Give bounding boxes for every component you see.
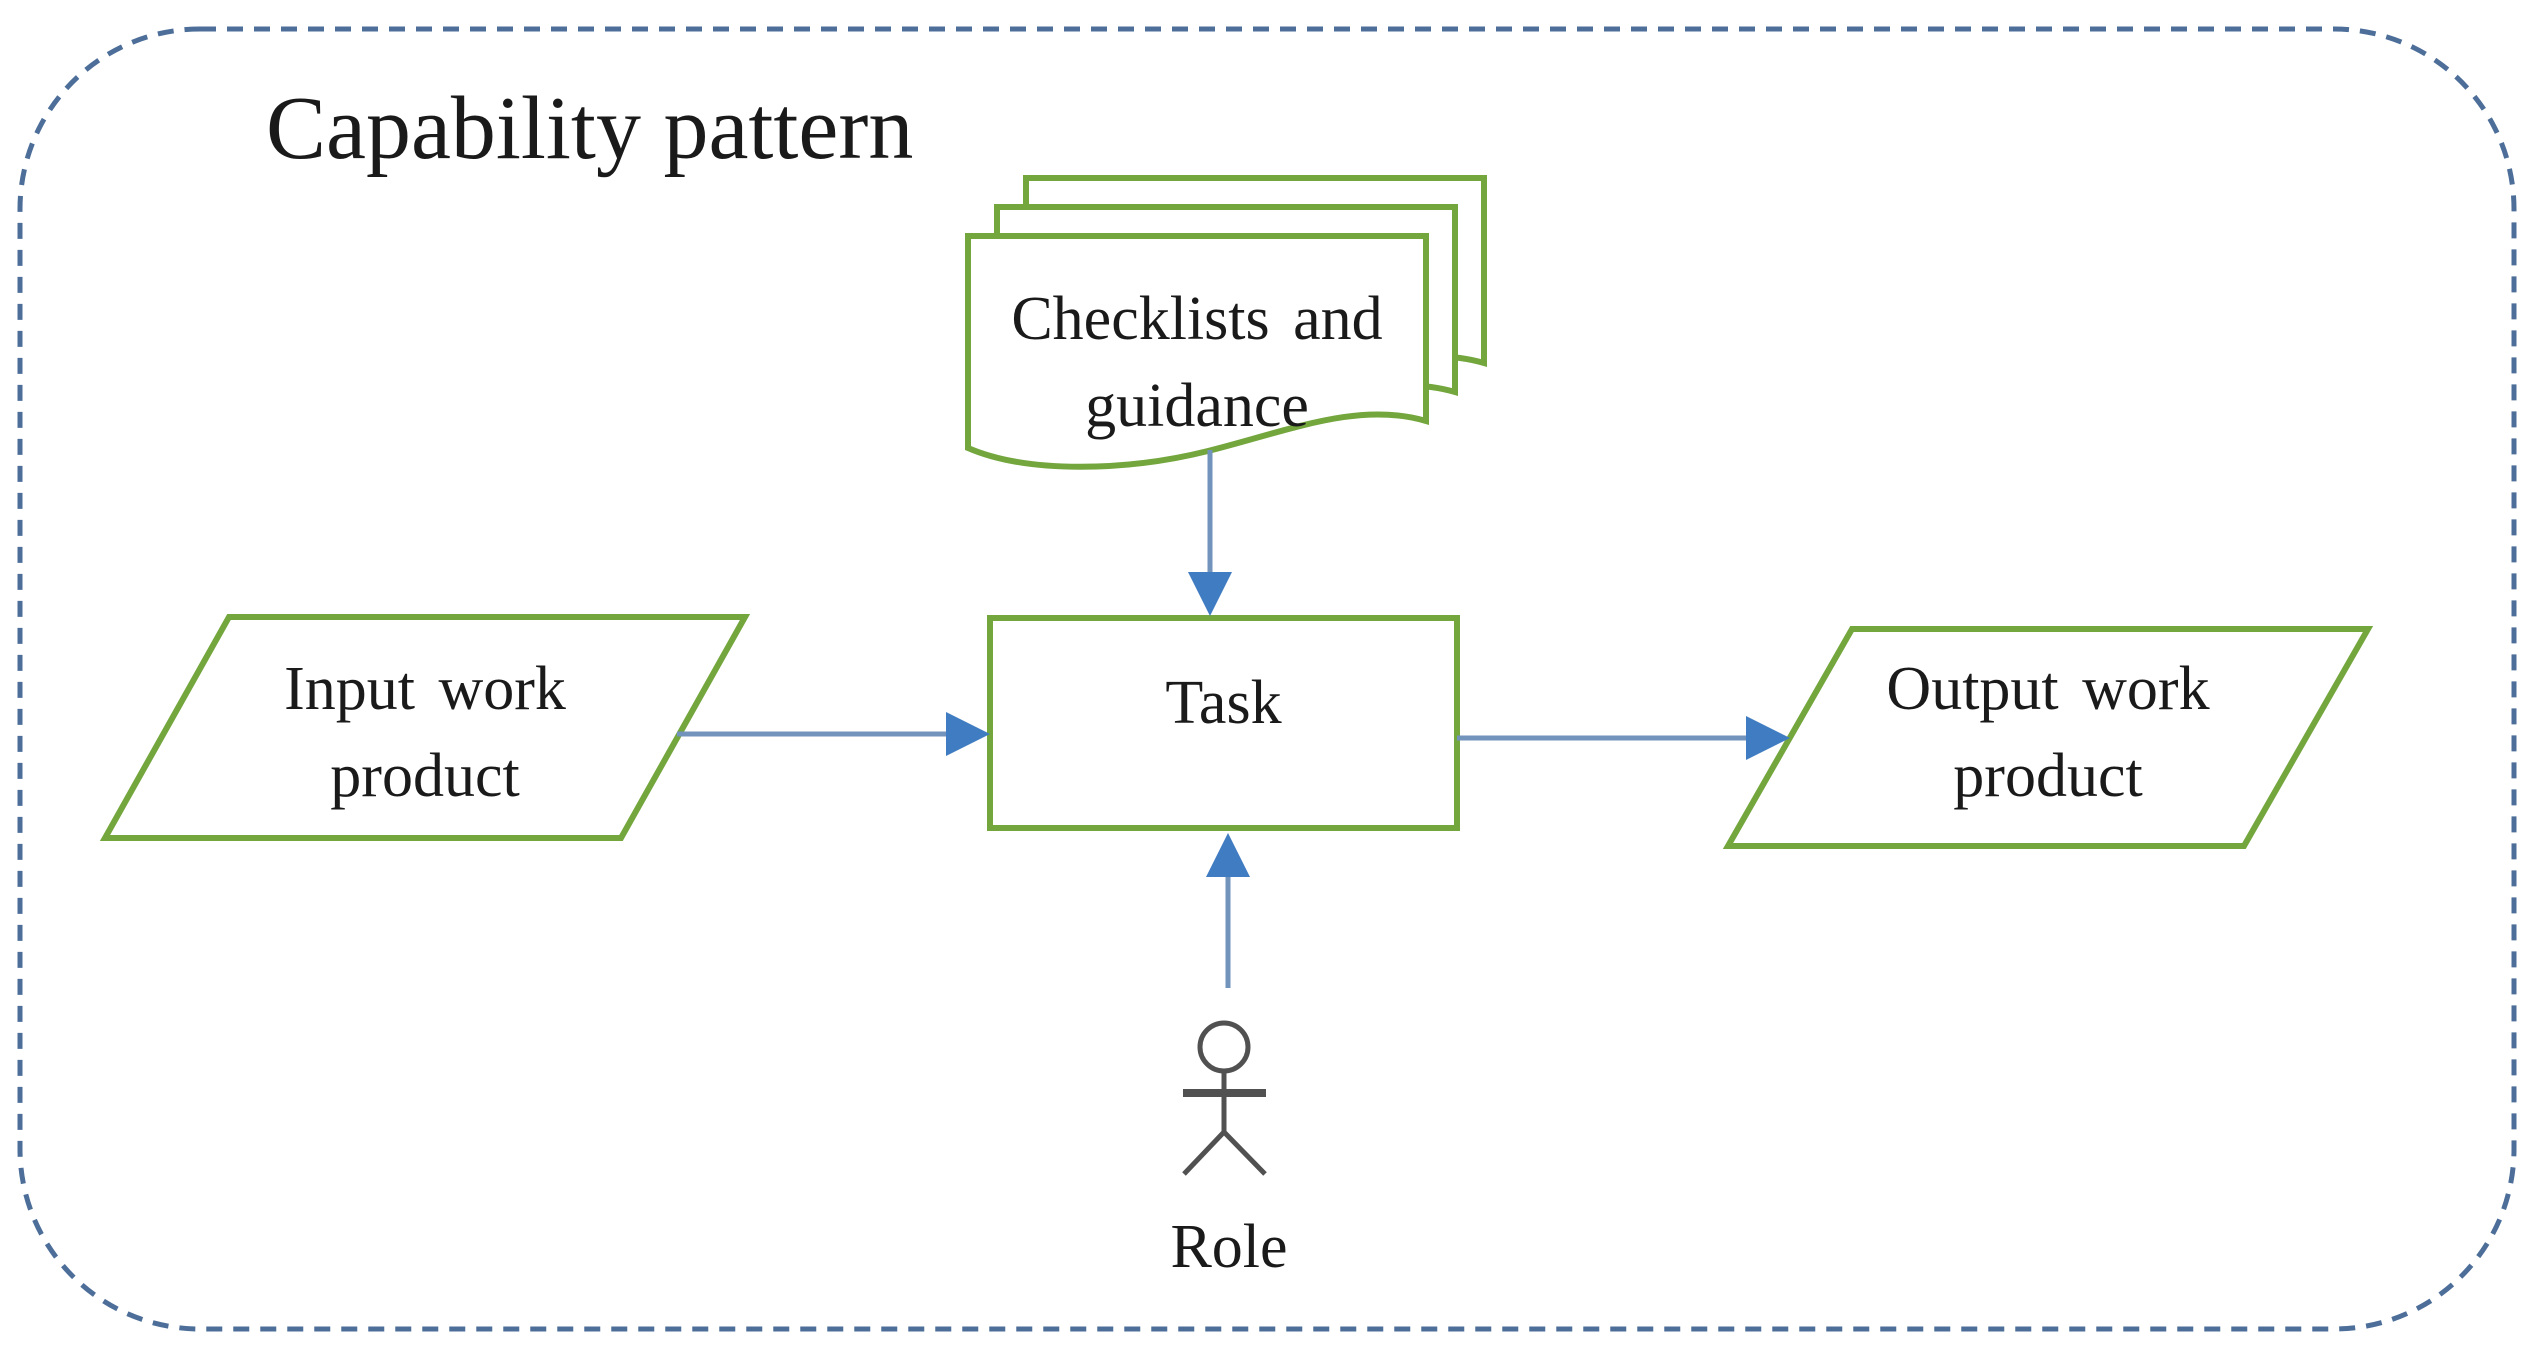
pattern-boundary-border xyxy=(17,26,2517,1332)
task-box xyxy=(987,615,1460,831)
arrow-head-right-icon xyxy=(1746,716,1790,760)
input-work-product-shape xyxy=(99,614,751,841)
role-label: Role xyxy=(1170,1213,1288,1281)
arrow-head-right-icon xyxy=(946,712,990,756)
output-work-product-shape xyxy=(1722,626,2374,849)
arrow-head-down-icon xyxy=(1188,572,1232,616)
arrow-checklists-to-task xyxy=(1188,450,1232,616)
task-label: Task xyxy=(1165,669,1282,737)
actor-right-leg xyxy=(1222,1130,1267,1176)
arrow-input-to-task xyxy=(677,712,990,756)
input-work-product-label: Input work product xyxy=(284,655,566,810)
checklists-guidance-label: Checklists and guidance xyxy=(1011,285,1383,440)
diagram-title: Capability pattern xyxy=(266,79,914,178)
actor-head xyxy=(1197,1020,1251,1074)
arrow-task-to-output xyxy=(1457,716,1790,760)
arrow-role-to-task xyxy=(1206,833,1250,988)
document-stack-icon xyxy=(965,175,1487,470)
arrow-head-up-icon xyxy=(1206,833,1250,877)
output-work-product-label: Output work product xyxy=(1886,655,2210,810)
actor-left-leg xyxy=(1182,1130,1226,1176)
actor-icon xyxy=(1182,1020,1267,1176)
